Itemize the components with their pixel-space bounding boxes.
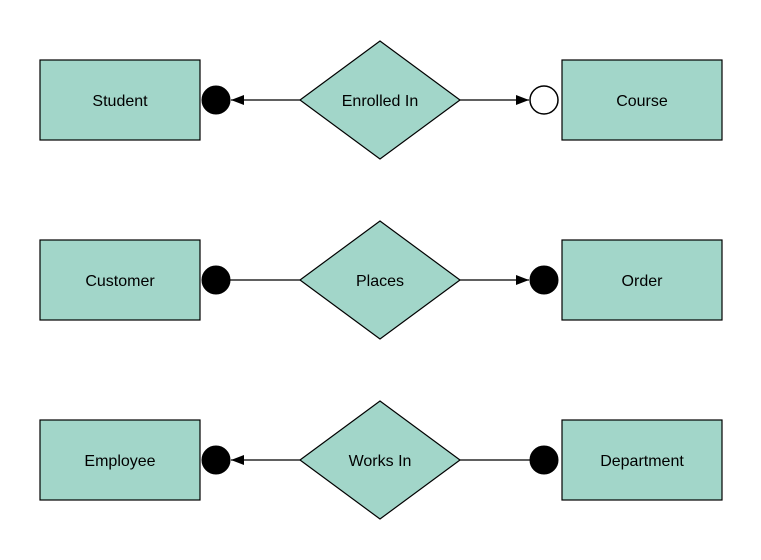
er-row-employee-department: Employee Works In Department (39, 400, 723, 520)
open-circle-terminal[interactable] (529, 85, 559, 115)
er-row-customer-order: Customer Places Order (39, 220, 723, 340)
er-row-student-course: Student Enrolled In Course (39, 40, 723, 160)
entity-shape (561, 59, 723, 141)
filled-circle-terminal[interactable] (201, 85, 231, 115)
filled-circle-terminal[interactable] (529, 445, 559, 475)
entity-customer[interactable]: Customer (39, 239, 201, 321)
relationship-label: Works In (349, 453, 412, 470)
relationship-diamond (298, 220, 462, 340)
entity-student[interactable]: Student (39, 59, 201, 141)
entity-shape (39, 419, 201, 501)
entity-shape (561, 239, 723, 321)
entity-employee[interactable]: Employee (39, 419, 201, 501)
relationship-label: Places (356, 273, 404, 290)
entity-order[interactable]: Order (561, 239, 723, 321)
entity-shape (39, 59, 201, 141)
filled-circle-terminal[interactable] (201, 265, 231, 295)
entity-label: Order (622, 273, 664, 290)
relationship-diamond (298, 400, 462, 520)
relationship-label: Enrolled In (342, 93, 419, 110)
entity-department[interactable]: Department (561, 419, 723, 501)
entity-label: Department (600, 453, 684, 470)
entity-shape (39, 239, 201, 321)
entity-label: Customer (85, 273, 155, 290)
filled-circle-terminal[interactable] (201, 445, 231, 475)
entity-label: Course (616, 93, 668, 110)
filled-circle-terminal[interactable] (529, 265, 559, 295)
relationship-diamond (298, 40, 462, 160)
entity-course[interactable]: Course (561, 59, 723, 141)
entity-shape (561, 419, 723, 501)
relationship-places[interactable]: Places (298, 220, 462, 340)
relationship-works-in[interactable]: Works In (298, 400, 462, 520)
entity-label: Employee (84, 453, 155, 470)
relationship-enrolled-in[interactable]: Enrolled In (298, 40, 462, 160)
entity-label: Student (92, 93, 148, 110)
